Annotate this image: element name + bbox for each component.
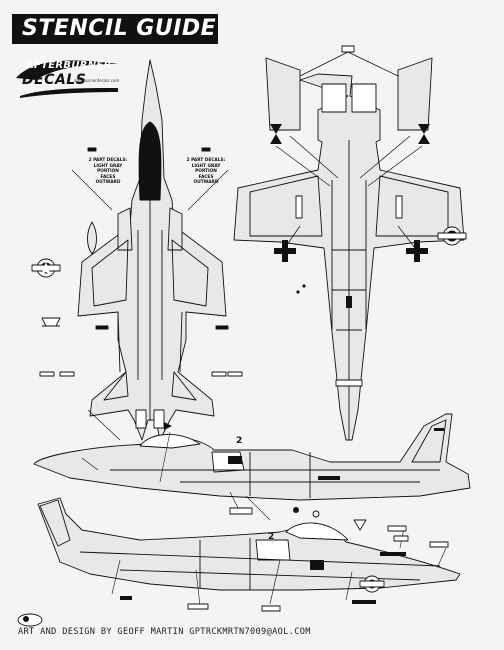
note-line: OUTWARD	[193, 180, 219, 186]
lower-side-view-aircraft	[37, 497, 461, 612]
lower-side-number: 2	[268, 532, 275, 542]
note-line: LIGHT GRAY	[191, 163, 221, 169]
page-title: STENCIL GUIDE	[22, 16, 217, 41]
bottom-view-aircraft	[233, 45, 467, 441]
artist-mark-icon	[17, 613, 43, 627]
two-part-decal-note-left: 2 PART DECALS: LIGHT GRAY PORTION FACES …	[78, 158, 138, 186]
logo-decals-text: DECALS	[22, 72, 87, 88]
note-line: LIGHT GRAY	[93, 163, 123, 169]
note-line: PORTION	[97, 169, 119, 175]
note-line: 2 PART DECALS:	[88, 158, 128, 163]
note-line: 2 PART DECALS:	[186, 158, 226, 163]
logo-url-text: afterburnerdecals.com	[74, 78, 120, 83]
credit-email: GPTRCKMRTN7009@AOL.COM	[189, 627, 311, 637]
credit-text: ART AND DESIGN BY GEOFF MARTIN	[18, 627, 184, 637]
note-line: FACES	[198, 174, 214, 180]
logo-flame-graphic	[16, 60, 118, 98]
top-view-aircraft	[31, 59, 243, 441]
upper-side-number: 2	[236, 436, 243, 446]
logo-afterburner-text: AFTERBURNER	[26, 60, 112, 71]
title-bar	[12, 14, 218, 44]
note-line: OUTWARD	[95, 180, 121, 186]
two-part-decal-note-right: 2 PART DECALS: LIGHT GRAY PORTION FACES …	[176, 158, 236, 186]
note-line: PORTION	[195, 169, 217, 175]
note-line: FACES	[100, 174, 116, 180]
upper-side-view-aircraft	[33, 413, 471, 521]
credit-line: ART AND DESIGN BY GEOFF MARTIN GPTRCKMRT…	[18, 627, 311, 637]
afterburner-logo: AFTERBURNER DECALS afterburnerdecals.com	[14, 58, 122, 100]
